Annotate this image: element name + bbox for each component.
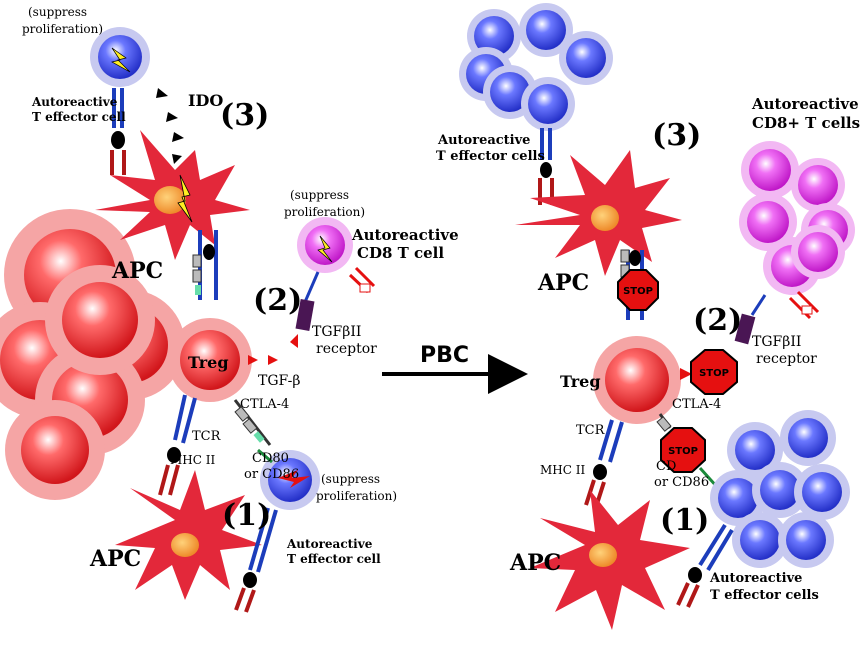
treg-label-right: Treg (560, 372, 601, 391)
effector-label-bottom-l2: T effector cell (287, 552, 381, 566)
tgfbii-receptor-left (295, 266, 376, 331)
receptor-complex-top-left (192, 230, 218, 300)
ido-label: IDO (188, 91, 223, 110)
ctla4-complex-left (233, 399, 272, 446)
step-3-label-left: (3) (220, 98, 269, 133)
cd80-label-right-l2: or CD86 (654, 475, 709, 490)
tgf-beta-arrow-right (680, 368, 692, 380)
step-2-label-left: (2) (253, 283, 302, 318)
stop-label-middle: STOP (699, 368, 729, 379)
apc-nucleus (154, 186, 186, 214)
tcr-label-right: TCR (576, 423, 606, 438)
cd80-label-left-l2: or CD86 (244, 467, 299, 482)
lightning-icon (177, 174, 193, 223)
effector-label-top-l1: Autoreactive (31, 95, 118, 109)
apc-top-right (515, 150, 682, 276)
mhc-label-right: MHC II (540, 463, 585, 477)
stop-label-top: STOP (623, 286, 653, 297)
effector-label-top-l2: T effector cell (32, 110, 126, 124)
treg-label-left: Treg (188, 353, 229, 372)
blue-cell-cluster-top-right (459, 3, 613, 131)
effector-label-bottom-l1: Autoreactive (286, 537, 373, 551)
tgfbii-label-l1: TGFβII (312, 324, 361, 340)
step-3-label-right: (3) (652, 118, 701, 153)
apc-label-bottom-left: APC (89, 546, 141, 572)
pbc-label: PBC (420, 343, 469, 368)
ctla4-label-right: CTLA-4 (672, 397, 721, 412)
blue-cell-cluster-bottom-right (710, 410, 850, 568)
effector-label-bottom-right-l2: T effector cells (710, 588, 819, 603)
stop-sign-bottom: STOP (660, 427, 706, 473)
tgfbii-label-right-l1: TGFβII (752, 334, 801, 350)
cd8-label-l2: CD8 T cell (357, 244, 444, 262)
cd80-label-left-l1: CD80 (252, 451, 289, 466)
stop-label-bottom: STOP (668, 446, 698, 457)
tcr-mhc-bottom-left (158, 394, 197, 496)
apc-bottom-left (115, 470, 262, 600)
apc-label-top-right: APC (537, 270, 589, 296)
cd8-cell-left (297, 217, 353, 273)
tgfb-label: TGF-β (258, 373, 300, 389)
tcr-mhc-bottom-cluster-right (676, 523, 734, 608)
cd8-label-right-l2: CD8+ T cells (752, 114, 860, 132)
stop-sign-middle: STOP (690, 349, 738, 395)
suppress-label-bottom-l2: proliferation) (316, 489, 397, 503)
effector-label-bottom-right-l1: Autoreactive (709, 571, 802, 586)
suppress-label-bottom-l1: (suppress (321, 472, 380, 486)
ctla4-label-left: CTLA-4 (240, 397, 289, 412)
tgf-beta-arrows (248, 334, 298, 365)
mhc-label-left: MHC II (170, 453, 215, 467)
step-2-label-right: (2) (693, 303, 742, 338)
suppress-label-cd8-l1: (suppress (290, 188, 349, 202)
tcr-label-left: TCR (192, 429, 222, 444)
red-cell (5, 400, 105, 500)
tcr-mhc-top-right (538, 128, 554, 205)
apc-top-left (95, 130, 250, 260)
apc-label-bottom-right: APC (509, 550, 561, 576)
effector-label-top-right-l1: Autoreactive (437, 133, 530, 148)
blue-effector-bottom-left (234, 448, 320, 613)
apc-nucleus (591, 205, 619, 231)
apc-bottom-right (530, 490, 690, 630)
cd80-label-right-l1: CD (656, 459, 676, 474)
suppress-label-cd8-l2: proliferation) (284, 205, 365, 219)
suppress-label-top-l1: (suppress (28, 5, 87, 19)
cd8-label-l1: Autoreactive (351, 226, 459, 244)
blue-effector-top-left (90, 27, 150, 87)
effector-label-top-right-l2: T effector cells (436, 149, 545, 164)
apc-nucleus (171, 533, 199, 557)
treg-cell-right (593, 336, 681, 424)
tgfbii-label-l2: receptor (316, 341, 377, 357)
ido-arrows (156, 88, 184, 164)
step-1-label-left: (1) (222, 498, 271, 533)
red-cell-cluster-left (0, 209, 185, 500)
tgfbii-receptor-right (734, 290, 820, 345)
stop-sign-top: STOP (617, 269, 659, 311)
treg-cell-left (168, 318, 252, 402)
magenta-cell-cluster-right (739, 141, 855, 295)
red-cell (45, 265, 155, 375)
apc-nucleus (589, 543, 617, 567)
tgfbii-label-right-l2: receptor (756, 351, 817, 367)
step-1-label-right: (1) (660, 503, 709, 538)
tcr-mhc-top-left (110, 88, 126, 175)
cd8-label-right-l1: Autoreactive (751, 95, 859, 113)
suppress-label-top-l2: proliferation) (22, 22, 103, 36)
apc-label-top-left: APC (111, 258, 163, 284)
